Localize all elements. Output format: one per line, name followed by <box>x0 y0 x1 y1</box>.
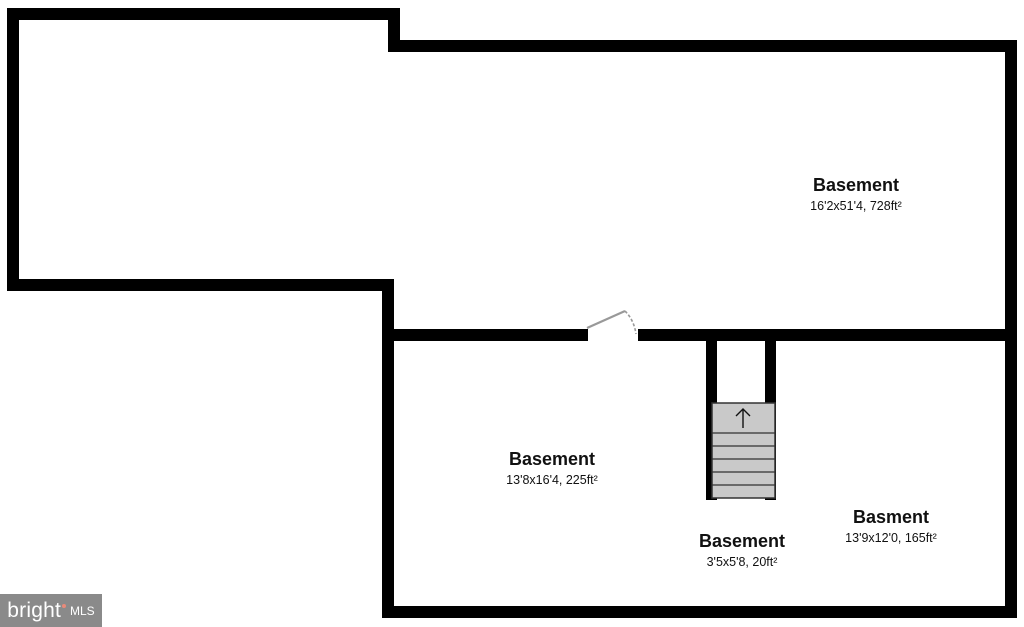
room-dimensions-3: 3'5x5'8, 20ft² <box>706 555 778 569</box>
bright-mls-watermark: bright MLS <box>0 594 102 627</box>
walls <box>7 8 1017 618</box>
stairwell <box>706 340 776 500</box>
upper-room-wall <box>7 8 1017 341</box>
watermark-brand: bright <box>7 598 62 622</box>
room-name-2: Basement <box>508 449 596 469</box>
room-dimensions-2: 13'8x16'4, 225ft² <box>506 473 598 487</box>
room-name-3: Basement <box>698 531 786 551</box>
watermark-suffix: MLS <box>70 603 95 618</box>
room-name-4: Basment <box>852 507 930 527</box>
lower-room-wall <box>382 335 1017 618</box>
arrow-up-icon <box>735 408 751 428</box>
room-dimensions-1: 16'2x51'4, 728ft² <box>810 199 902 213</box>
room-name-1: Basement <box>812 175 900 195</box>
door <box>586 309 637 335</box>
watermark-dot-icon <box>62 603 67 608</box>
room-dimensions-4: 13'9x12'0, 165ft² <box>845 531 937 545</box>
